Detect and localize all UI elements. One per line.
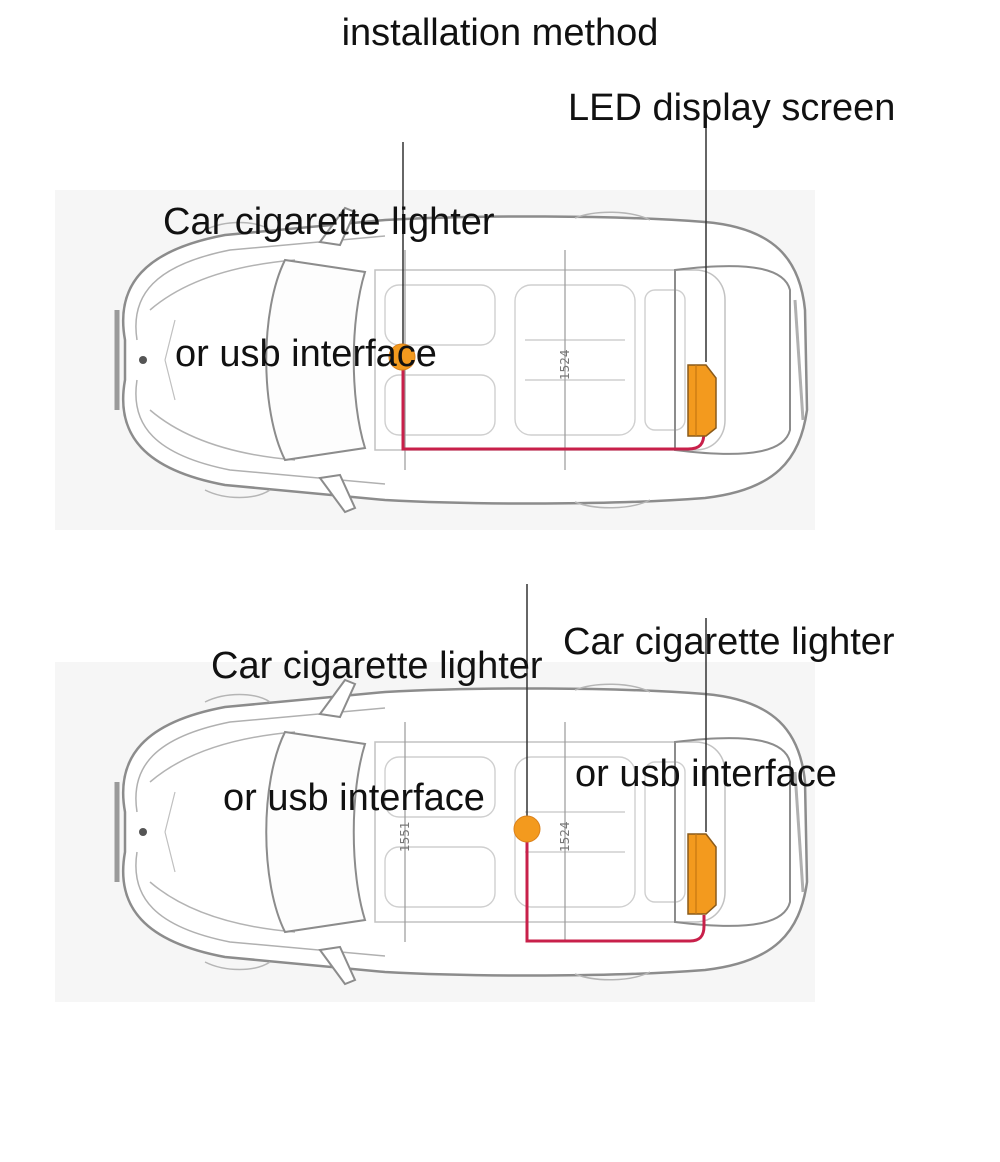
label-lighter-2a-line2: or usb interface xyxy=(211,776,543,820)
led-display-2 xyxy=(688,834,716,914)
label-lighter-2b: Car cigarette lighter or usb interface xyxy=(563,532,895,840)
label-lighter-2b-line1: Car cigarette lighter xyxy=(563,620,895,664)
label-lighter-1-line2: or usb interface xyxy=(163,332,495,376)
led-display-1 xyxy=(688,365,716,436)
label-display-1: LED display screen xyxy=(568,86,895,130)
dimension-rear-1: 1524 xyxy=(558,349,572,380)
label-lighter-2a-line1: Car cigarette lighter xyxy=(211,644,543,688)
label-lighter-1-line1: Car cigarette lighter xyxy=(163,200,495,244)
label-lighter-2b-line2: or usb interface xyxy=(563,752,895,796)
label-lighter-1: Car cigarette lighter or usb interface xyxy=(163,112,495,420)
label-lighter-2a: Car cigarette lighter or usb interface xyxy=(211,556,543,864)
